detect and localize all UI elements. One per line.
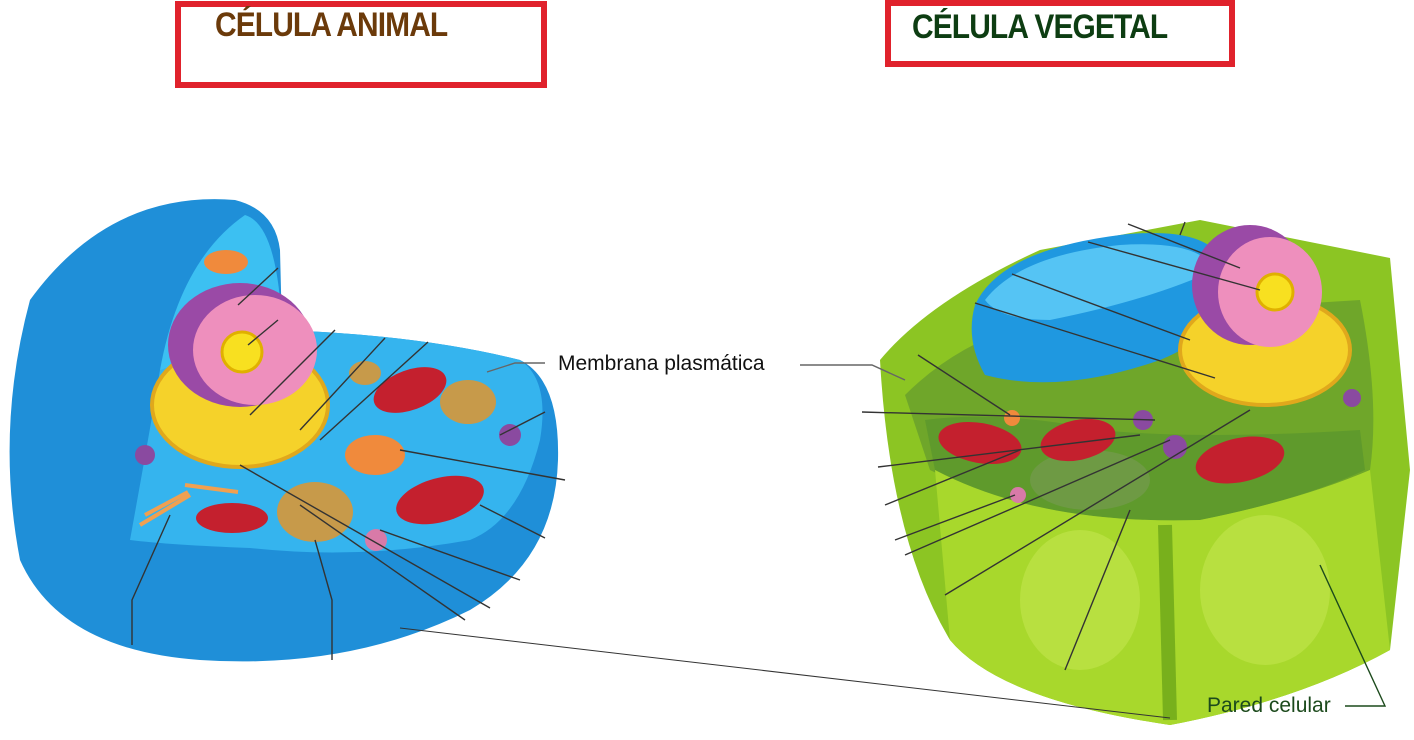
vegetal-title-box <box>885 0 1235 67</box>
membrana-plasmatica-label: Membrana plasmática <box>558 352 765 375</box>
pared-celular-label: Pared celular <box>1207 694 1331 717</box>
leader-lines <box>131 221 1387 719</box>
animal-cell-title: CÉLULA ANIMAL <box>215 6 448 44</box>
animal-cell-image <box>9 199 559 662</box>
plant-cell-image <box>880 220 1410 725</box>
animal-title-box <box>175 1 547 88</box>
plant-cell-title: CÉLULA VEGETAL <box>912 8 1168 46</box>
